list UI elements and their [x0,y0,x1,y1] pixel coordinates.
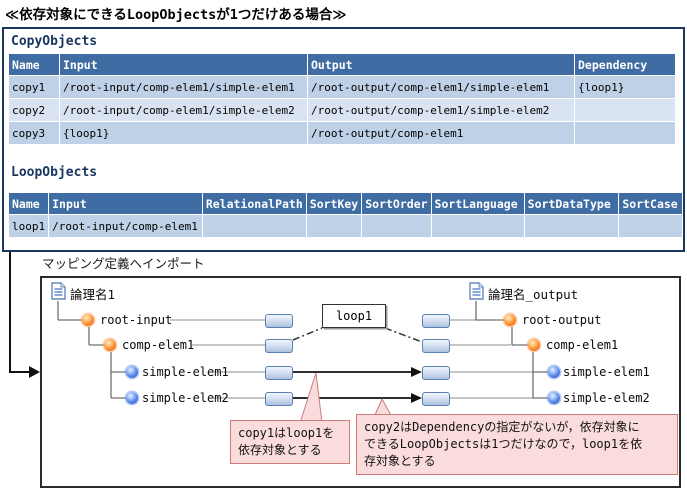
table-cell [575,99,675,121]
table-cell: copy3 [9,122,59,144]
mapping-diagram: 論理名1 root-input comp-elem1 simple-elem1 … [40,276,681,488]
table-row: copy3 {loop1} /root-output/comp-elem1 [9,122,675,144]
mapping-port-icon [265,366,293,380]
mapping-port-icon [422,366,450,380]
table-cell [619,215,682,237]
copyobjects-label: CopyObjects [11,34,98,49]
table-cell: copy2 [9,99,59,121]
simple-element-icon [548,392,560,404]
table-cell: {loop1} [60,122,307,144]
tree-node-label: simple-elem2 [142,391,229,405]
table-cell [306,215,362,237]
table-cell: {loop1} [575,76,675,98]
mapping-port-icon [422,392,450,406]
tree-node-label: root-input [100,313,173,327]
column-header: SortKey [306,193,362,214]
mapping-port-icon [265,314,293,328]
mapping-stub-lines [170,319,534,399]
table-cell: /root-output/comp-elem1 [308,122,574,144]
copyobjects-table: Name Input Output Dependency copy1 /root… [8,53,676,145]
tree-lines [57,301,548,399]
table-cell [362,215,431,237]
tree-node-label: root-output [522,313,602,327]
table-cell [524,215,619,237]
table-cell: copy1 [9,76,59,98]
column-header: SortLanguage [431,193,524,214]
table-cell: /root-input/comp-elem1 [49,215,202,237]
column-header: RelationalPath [202,193,306,214]
table-cell [431,215,524,237]
import-label: マッピング定義へインポート [42,256,205,271]
tree-node-label: simple-elem1 [563,365,650,379]
callout-copy2: copy2はDependencyの指定がないが，依存対象に できるLoopObj… [356,414,678,475]
callout-copy1: copy1はloop1を 依存対象とする [230,420,350,464]
table-cell: /root-output/comp-elem1/simple-elem1 [308,76,574,98]
document-icon [51,282,66,300]
tables-panel: CopyObjects Name Input Output Dependency… [2,27,685,252]
tree-node-label: comp-elem1 [122,338,195,352]
loop-dependency-lines [292,327,423,343]
table-header-row: Name Input RelationalPath SortKey SortOr… [9,193,682,214]
simple-element-icon [548,366,560,378]
mapping-port-icon [265,339,293,353]
table-cell: loop1 [9,215,49,237]
mapping-port-icon [422,339,450,353]
table-row: loop1 /root-input/comp-elem1 [9,215,682,237]
column-header: Name [9,54,59,75]
table-row: copy1 /root-input/comp-elem1/simple-elem… [9,76,675,98]
page-title: ≪依存対象にできるLoopObjectsが1つだけある場合≫ [5,7,347,23]
table-cell [202,215,306,237]
tree-root-label: 論理名_output [488,287,579,302]
column-header: SortCase [619,193,682,214]
table-row: copy2 /root-input/comp-elem1/simple-elem… [9,99,675,121]
composite-element-icon [504,314,516,326]
column-header: Output [308,54,574,75]
composite-element-icon [104,339,116,351]
simple-element-icon [126,366,138,378]
column-header: Input [49,193,202,214]
composite-element-icon [528,339,540,351]
tree-root-label: 論理名1 [70,287,116,302]
table-header-row: Name Input Output Dependency [9,54,675,75]
column-header: Dependency [575,54,675,75]
composite-element-icon [82,314,94,326]
table-cell: /root-output/comp-elem1/simple-elem2 [308,99,574,121]
loop1-box: loop1 [322,304,386,328]
simple-element-icon [126,392,138,404]
document-icon [469,282,484,300]
column-header: Input [60,54,307,75]
table-cell [575,122,675,144]
tree-node-label: simple-elem2 [563,391,650,405]
table-cell: /root-input/comp-elem1/simple-elem1 [60,76,307,98]
column-header: Name [9,193,49,214]
tree-node-label: simple-elem1 [142,365,229,379]
tree-node-label: comp-elem1 [546,338,619,352]
mapping-port-icon [265,392,293,406]
column-header: SortDataType [524,193,619,214]
diagram-connectors [57,301,548,424]
loopobjects-table: Name Input RelationalPath SortKey SortOr… [8,192,683,238]
table-cell: /root-input/comp-elem1/simple-elem2 [60,99,307,121]
loopobjects-label: LoopObjects [11,165,98,180]
column-header: SortOrder [362,193,431,214]
mapping-port-icon [422,314,450,328]
